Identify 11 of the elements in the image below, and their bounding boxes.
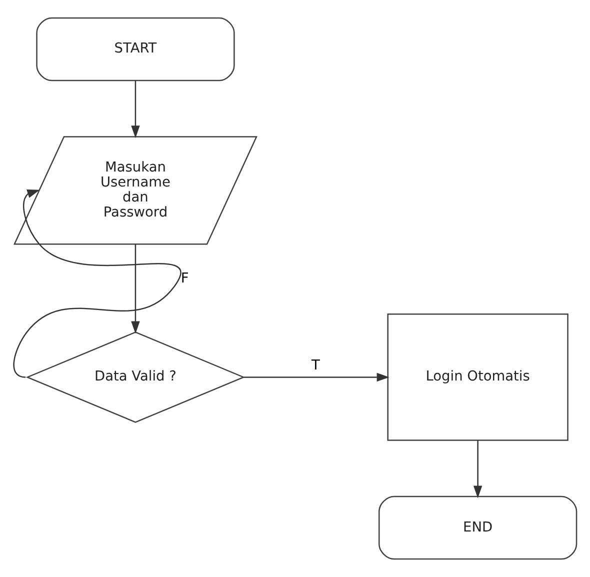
- arrow: [131, 80, 140, 138]
- arrow: [244, 372, 390, 382]
- node-diamond: Data Valid ?: [26, 332, 246, 423]
- node-box: Login Otomatis: [387, 314, 568, 441]
- edge-label: F: [180, 270, 189, 287]
- arrow: [13, 189, 181, 378]
- node-box: START: [36, 17, 235, 82]
- arrow: [131, 244, 140, 334]
- edge-label: T: [312, 357, 320, 374]
- arrow: [473, 440, 482, 498]
- node-box: END: [378, 496, 578, 560]
